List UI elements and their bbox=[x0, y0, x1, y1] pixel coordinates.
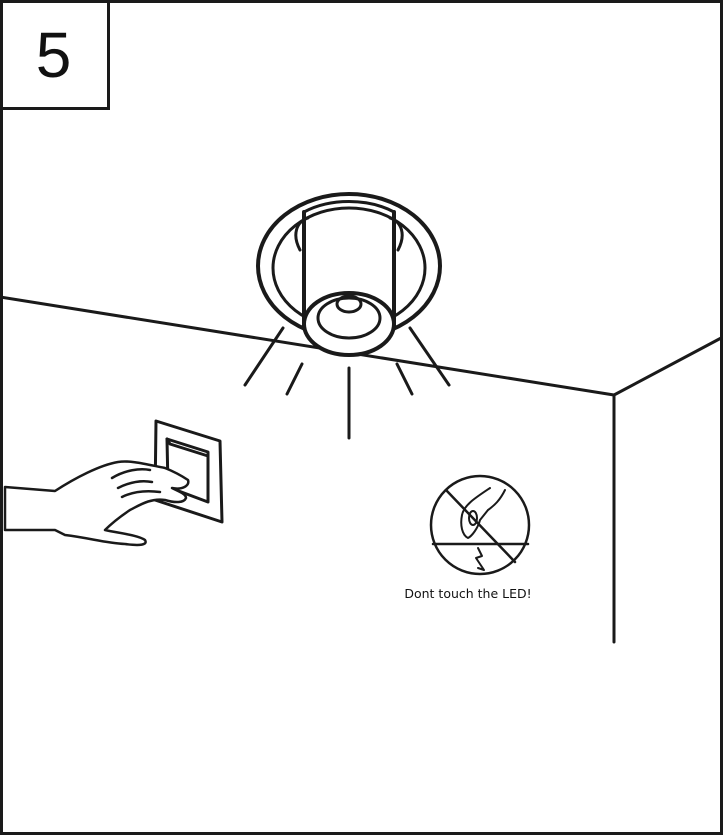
no-touch-led-icon bbox=[429, 474, 531, 576]
room-corner-lines bbox=[0, 295, 723, 644]
warning-caption: Dont touch the LED! bbox=[404, 586, 532, 601]
hand-icon bbox=[3, 460, 190, 547]
step-number: 5 bbox=[0, 0, 110, 110]
light-rays bbox=[243, 326, 451, 440]
spotlight-icon bbox=[256, 192, 442, 357]
